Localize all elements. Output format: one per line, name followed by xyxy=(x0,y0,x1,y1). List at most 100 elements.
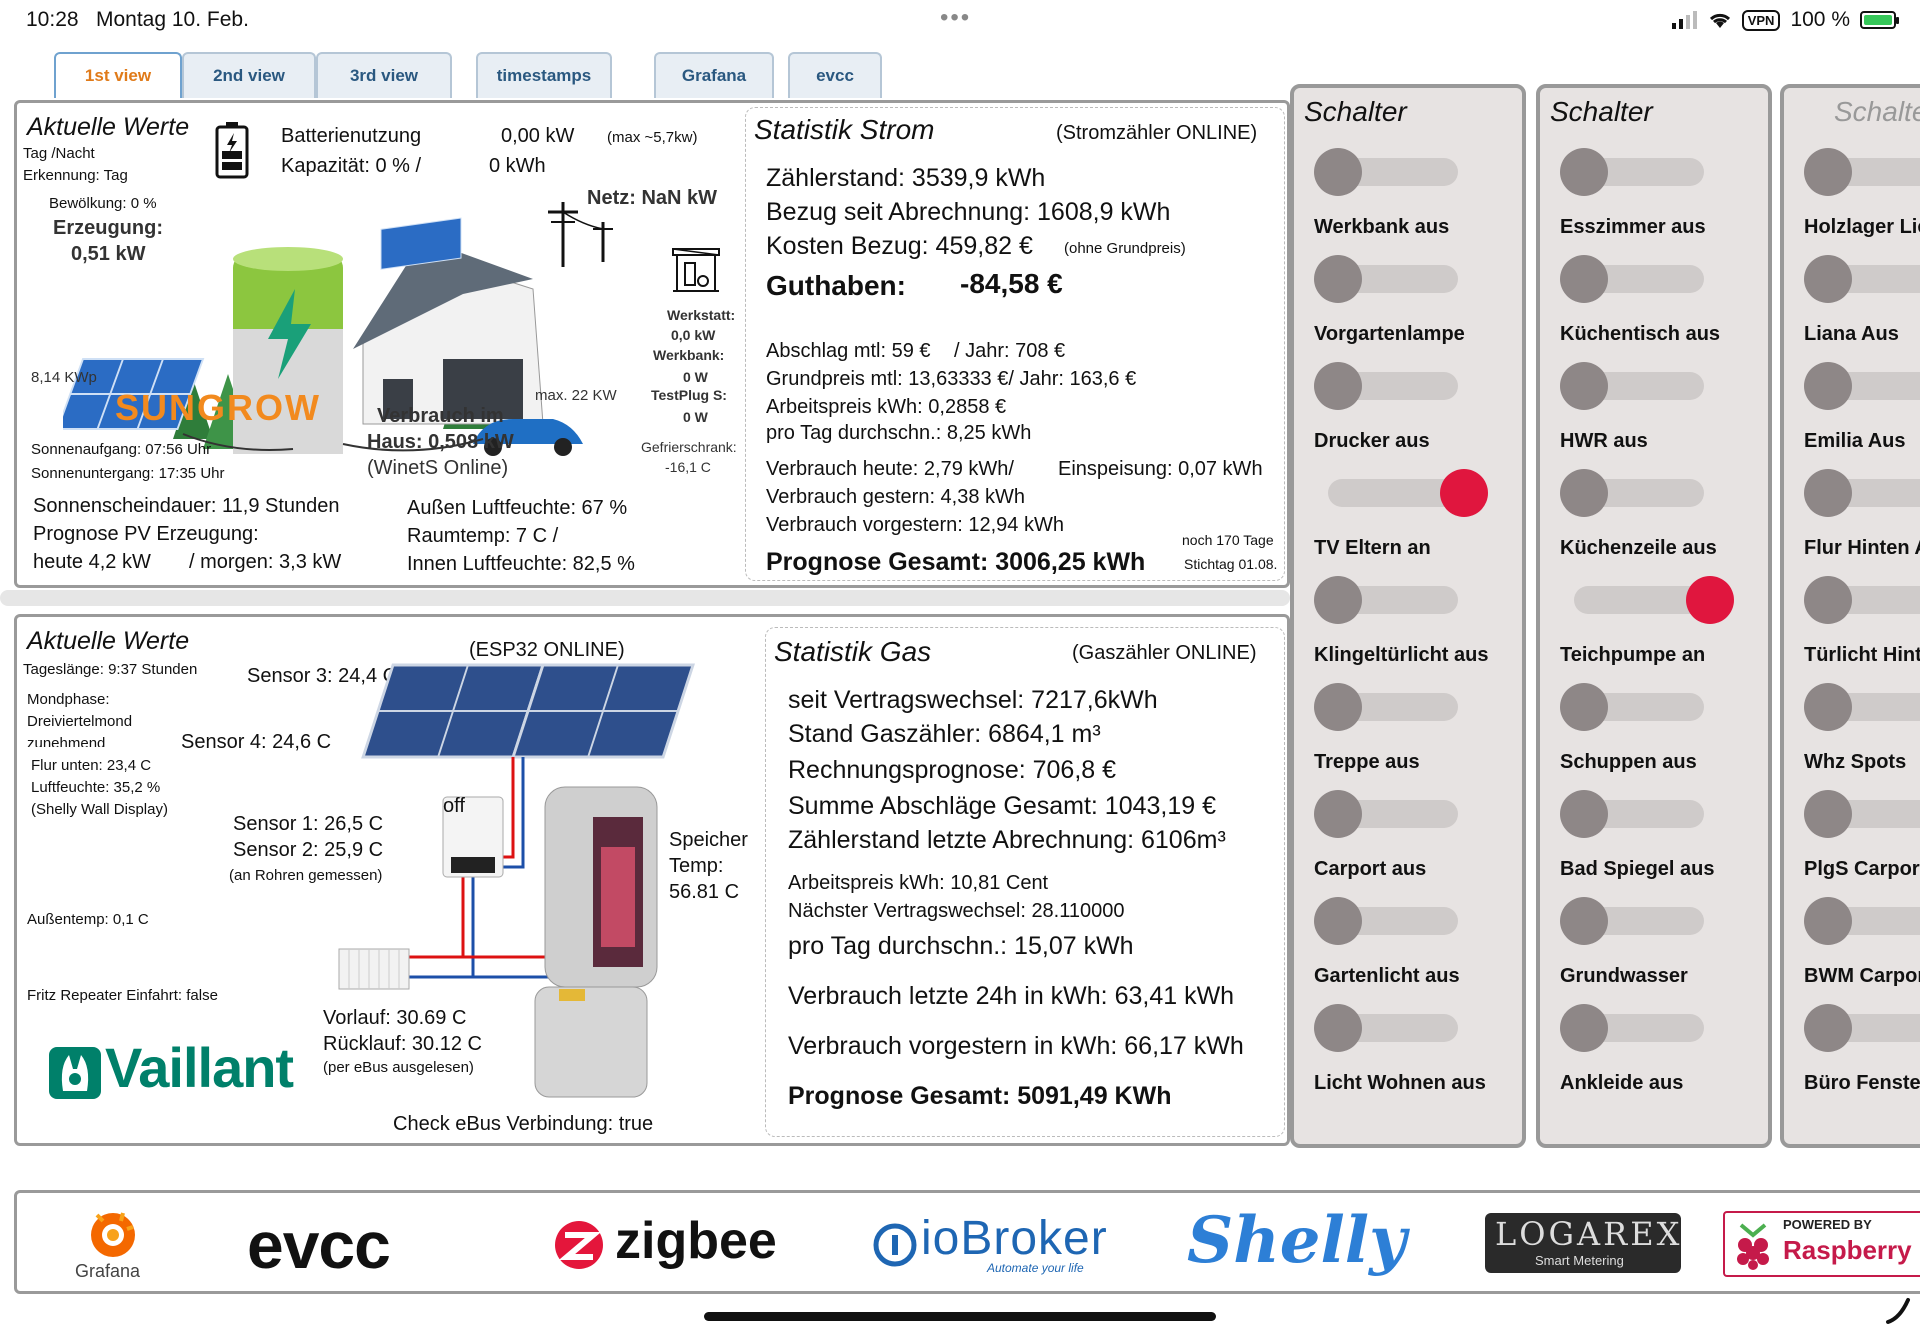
gas-seit: seit Vertragswechsel: 7217,6kWh xyxy=(788,686,1158,714)
battery-status-icon xyxy=(215,122,249,179)
strom-verbrauch-heute: Verbrauch heute: 2,79 kWh/ xyxy=(766,458,1014,480)
toggle-knob[interactable] xyxy=(1560,1004,1608,1052)
heating-system-illustration xyxy=(338,663,695,1098)
toggle-knob[interactable] xyxy=(1560,255,1608,303)
verbrauch-value: Haus: 0,508 kW xyxy=(367,431,514,453)
gas-panel: Statistik Gas (Gaszähler ONLINE) seit Ve… xyxy=(765,627,1285,1137)
toggle-knob[interactable] xyxy=(1560,897,1608,945)
toggle-knob[interactable] xyxy=(1686,576,1734,624)
toggle-knob[interactable] xyxy=(1804,255,1852,303)
flur-unten: Flur unten: 23,4 C xyxy=(31,757,152,774)
toggle-knob[interactable] xyxy=(1314,255,1362,303)
toggle-knob[interactable] xyxy=(1560,683,1608,731)
strom-pro-tag: pro Tag durchschn.: 8,25 kWh xyxy=(766,422,1032,444)
toggle-track[interactable] xyxy=(1574,586,1704,614)
toggle-knob[interactable] xyxy=(1804,362,1852,410)
zigbee-logo[interactable]: zigbee xyxy=(615,1212,777,1270)
evcc-logo[interactable]: evcc xyxy=(247,1208,391,1282)
battery-capacity-label: 9,6 KWh xyxy=(245,229,303,246)
switch-label: Ankleide aus xyxy=(1560,1072,1684,1094)
status-time: 10:28 xyxy=(26,8,79,31)
erzeugung-value: 0,51 kW xyxy=(71,243,146,265)
switch-label: Whz Spots xyxy=(1804,751,1907,773)
gas-vorgestern: Verbrauch vorgestern in kWh: 66,17 kWh xyxy=(788,1032,1244,1060)
mondphase-label: Mondphase: xyxy=(27,691,110,708)
switch-label: Esszimmer aus xyxy=(1560,216,1706,238)
switch-label: Emilia Aus xyxy=(1804,430,1906,452)
toggle-knob[interactable] xyxy=(1560,148,1608,196)
gas-pro-tag: pro Tag durchschn.: 15,07 kWh xyxy=(788,932,1134,960)
toggle-knob[interactable] xyxy=(1314,790,1362,838)
pencil-icon[interactable] xyxy=(1884,1296,1912,1326)
toggle-knob[interactable] xyxy=(1440,469,1488,517)
toggle-knob[interactable] xyxy=(1314,897,1362,945)
gas-arbeitspreis: Arbeitspreis kWh: 10,81 Cent xyxy=(788,872,1049,894)
toggle-knob[interactable] xyxy=(1804,1004,1852,1052)
iobroker-icon[interactable] xyxy=(873,1221,917,1269)
strom-status: (Stromzähler ONLINE) xyxy=(1056,122,1258,144)
switch-label: Bad Spiegel aus xyxy=(1560,858,1715,880)
toggle-knob[interactable] xyxy=(1314,148,1362,196)
toggle-knob[interactable] xyxy=(1314,1004,1362,1052)
gas-letzte: Zählerstand letzte Abrechnung: 6106m³ xyxy=(788,826,1226,854)
toggle-knob[interactable] xyxy=(1804,683,1852,731)
gas-status: (Gaszähler ONLINE) xyxy=(1072,642,1257,664)
toggle-knob[interactable] xyxy=(1804,469,1852,517)
toggle-knob[interactable] xyxy=(1314,362,1362,410)
sonnenscheindauer: Sonnenscheindauer: 11,9 Stunden xyxy=(33,495,340,517)
toggle-knob[interactable] xyxy=(1560,362,1608,410)
check-ebus: Check eBus Verbindung: true xyxy=(393,1113,654,1135)
grafana-icon[interactable] xyxy=(83,1205,143,1261)
switch-column-title: Schalte xyxy=(1834,96,1920,127)
wifi-icon xyxy=(1709,13,1730,28)
sensor-3: Sensor 3: 24,4 C xyxy=(247,665,398,687)
batterienutzung-value: 0,00 kW xyxy=(501,125,575,147)
gefrier-value: -16,1 C xyxy=(665,459,711,475)
toggle-knob[interactable] xyxy=(1314,683,1362,731)
toggle-knob[interactable] xyxy=(1804,148,1852,196)
switch-label: Büro Fenster Aus xyxy=(1804,1072,1920,1094)
testplug-value: 0 W xyxy=(683,409,708,425)
toggle-track[interactable] xyxy=(1328,479,1458,507)
switch-column-title: Schalter xyxy=(1550,96,1653,127)
strom-kosten-note: (ohne Grundpreis) xyxy=(1064,240,1186,257)
strom-panel: Statistik Strom (Stromzähler ONLINE) Zäh… xyxy=(745,107,1285,581)
toggle-knob[interactable] xyxy=(1314,576,1362,624)
switch-label: Türlicht Hinte xyxy=(1804,644,1920,666)
kapazitaet-label: Kapazität: 0 % / xyxy=(281,155,422,177)
multitask-dots-icon[interactable]: ••• xyxy=(940,4,972,31)
toggle-knob[interactable] xyxy=(1560,790,1608,838)
grafana-logo[interactable]: Grafana xyxy=(75,1261,141,1281)
tab-2nd-view[interactable]: 2nd view xyxy=(182,52,316,98)
guthaben-label: Guthaben: xyxy=(766,270,906,301)
vaillant-hare-icon xyxy=(49,1047,101,1099)
switch-label: Flur Hinten A xyxy=(1804,537,1920,559)
guthaben-value: -84,58 € xyxy=(960,268,1063,299)
battery-icon xyxy=(1860,11,1899,29)
zigbee-icon[interactable] xyxy=(553,1219,605,1271)
strom-arbeitspreis: Arbeitspreis kWh: 0,2858 € xyxy=(766,396,1007,418)
testplug-label: TestPlug S: xyxy=(651,387,727,403)
kapazitaet-value: 0 kWh xyxy=(489,155,546,177)
toggle-knob[interactable] xyxy=(1804,790,1852,838)
tab-3rd-view[interactable]: 3rd view xyxy=(316,52,452,98)
strom-abschlag: Abschlag mtl: 59 € xyxy=(766,340,931,362)
raspberry-badge[interactable]: POWERED BY Raspberry Pi xyxy=(1723,1211,1920,1277)
werkstatt-value: 0,0 kW xyxy=(671,327,716,343)
switch-label: HWR aus xyxy=(1560,430,1648,452)
strom-bezug: Bezug seit Abrechnung: 1608,9 kWh xyxy=(766,198,1171,226)
section-divider xyxy=(0,590,1290,606)
toggle-knob[interactable] xyxy=(1560,469,1608,517)
tab-1st-view[interactable]: 1st view xyxy=(54,52,182,98)
shelly-logo[interactable]: Shelly xyxy=(1187,1203,1407,1278)
logarex-badge[interactable]: LOGAREX Smart Metering xyxy=(1485,1213,1681,1273)
toggle-knob[interactable] xyxy=(1804,897,1852,945)
tab-evcc[interactable]: evcc xyxy=(788,52,882,98)
switch-label: Küchentisch aus xyxy=(1560,323,1721,345)
home-indicator[interactable] xyxy=(704,1312,1216,1321)
tab-grafana[interactable]: Grafana xyxy=(654,52,774,98)
iobroker-logo[interactable]: ioBroker xyxy=(921,1212,1108,1265)
tab-timestamps[interactable]: timestamps xyxy=(476,52,612,98)
toggle-knob[interactable] xyxy=(1804,576,1852,624)
